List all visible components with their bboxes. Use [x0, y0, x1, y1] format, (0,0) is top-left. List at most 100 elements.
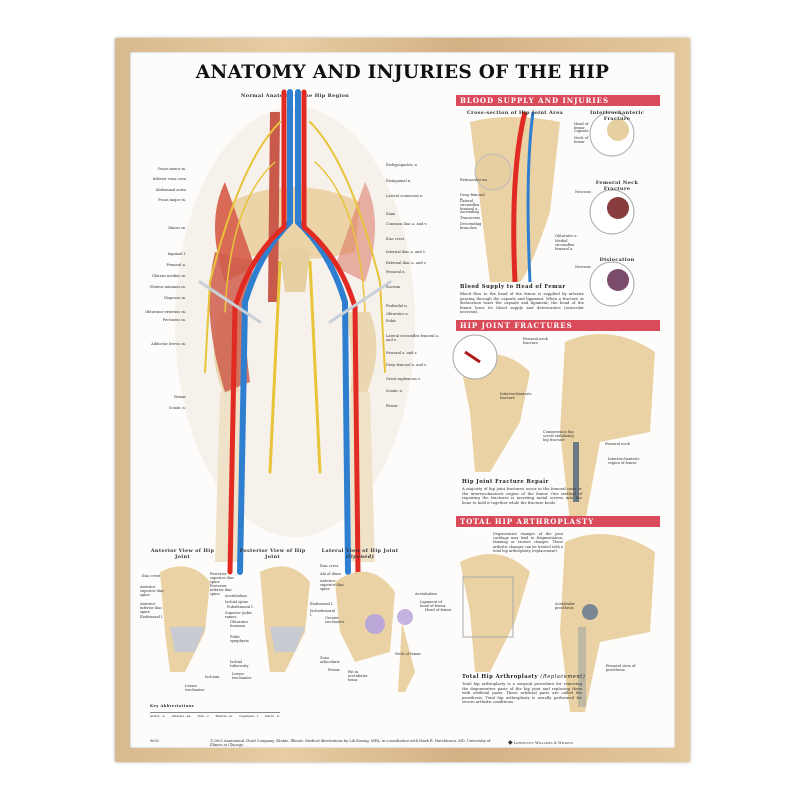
- anatomy-label: Obturator foramen: [230, 620, 249, 628]
- anatomy-label: External iliac a. and v.: [386, 261, 427, 265]
- title-text: Lateral View of Hip Joint: [321, 548, 399, 554]
- key-item: Artery - a.: [150, 714, 166, 718]
- lateral-view-title: Lateral View of Hip Joint (Opened): [320, 548, 400, 560]
- key-item: Vein - v.: [197, 714, 210, 718]
- anatomy-label: Anterior inferior iliac spine: [140, 602, 163, 614]
- anatomy-label: Femur: [386, 404, 398, 408]
- anatomy-label: Acetabulum: [225, 594, 247, 598]
- section-header-arthroplasty: TOTAL HIP ARTHROPLASTY (REPLACEMENT): [456, 516, 660, 537]
- anatomy-label: Common iliac a. and v.: [386, 222, 428, 226]
- fracture-repair-paragraph: A majority of hip joint fractures occur …: [462, 486, 582, 505]
- anatomy-label: Psoas minor m.: [158, 167, 186, 171]
- anatomy-label: Ischiofemoral l.: [310, 609, 335, 617]
- key-item: Nerve - n.: [264, 714, 280, 718]
- anatomy-label: Compression hip screw stabilizing hip fr…: [543, 430, 574, 442]
- anatomy-label: Great saphenous v.: [386, 377, 421, 381]
- anatomy-label: Anterior superior iliac spine: [320, 579, 345, 591]
- hip-region-illustration: [160, 89, 655, 712]
- arthroplasty-paragraph: Total hip arthroplasty is a surgical pro…: [462, 681, 582, 705]
- anatomy-label: Obturator externus m.: [145, 310, 186, 314]
- copyright-credit: ©2005 Anatomical Chart Company, Skokie, …: [210, 739, 491, 747]
- poster-title: ANATOMY AND INJURIES OF THE HIP: [195, 62, 610, 83]
- anatomy-label: Abdominal aorta: [155, 188, 186, 192]
- publisher-name: Lippincott Williams & Wilkins: [513, 741, 573, 745]
- title-emphasis: (Opened): [345, 554, 375, 560]
- anatomy-label: Obturator a.: [555, 234, 578, 238]
- anatomy-label: Intertrochanteric fracture: [500, 392, 532, 400]
- anatomy-label: Ascending: [460, 210, 479, 214]
- blood-supply-paragraph: Blood flow to the head of the femur is s…: [460, 291, 584, 315]
- cross-section-title: Cross-section of Hip Joint Area: [466, 110, 564, 116]
- anatomy-label: Lesser trochanter: [185, 684, 205, 692]
- blood-supply-para-title: Blood Supply to Head of Femur: [460, 284, 566, 290]
- anatomy-label: Ala of ilium: [320, 572, 341, 576]
- poster: ANATOMY AND INJURIES OF THE HIP Normal A…: [130, 52, 675, 748]
- publisher-logo-icon: ◆: [508, 739, 513, 746]
- main-subtitle: Normal Anatomy of the Hip Region: [240, 93, 350, 99]
- anatomy-label: Inguinal l.: [167, 252, 186, 256]
- anatomy-label: Sciatic n.: [169, 406, 186, 410]
- intertrochanteric-title: Intertrochanteric Fracture: [589, 110, 645, 122]
- key-abbreviations: Artery - a. Arteries - aa. Vein - v. Muscle…: [150, 712, 280, 718]
- anatomy-label: Posterior superior iliac spine: [210, 572, 235, 584]
- label-necrosis: Necrosis: [575, 265, 592, 269]
- anatomy-label: Lateral cutaneous n.: [386, 194, 424, 198]
- anatomy-label: Femoral neck: [605, 442, 630, 446]
- fracture-repair-title: Hip Joint Fracture Repair: [462, 479, 549, 485]
- anatomy-label: Deep femoral a.: [460, 193, 485, 201]
- anatomy-label: Femoral neck fracture: [523, 337, 548, 345]
- key-title: Key Abbreviations: [150, 704, 195, 708]
- anatomy-label: Retinacular aa.: [460, 178, 488, 182]
- title-emphasis: (Replacement): [540, 674, 586, 680]
- anatomy-label: Iliofemoral l.: [140, 615, 164, 619]
- anatomy-label: Iliac crest: [320, 564, 339, 568]
- anatomy-label: Ischial tuberosity: [230, 660, 249, 668]
- anatomy-label: Iliofemoral l.: [310, 602, 334, 606]
- anatomy-label: Ilium: [386, 212, 396, 216]
- femoral-neck-title: Femoral Neck Fracture: [595, 180, 639, 192]
- anatomy-label: Psoas major m.: [158, 198, 186, 202]
- anatomy-label: Pubofemoral l.: [227, 605, 254, 609]
- anatomy-label: Internal iliac a. and v.: [386, 250, 426, 254]
- title-text: Total Hip Arthroplasty: [462, 674, 538, 680]
- anatomy-label: Pubic symphysis: [230, 635, 249, 643]
- anatomy-label: Deep femoral a. and v.: [386, 363, 427, 367]
- anatomy-label: Iliopsoas m.: [164, 296, 186, 300]
- header-emphasis: (REPLACEMENT): [460, 529, 537, 537]
- anatomy-label: Lateral circumflex femoral a.: [460, 199, 480, 211]
- anatomy-label: Pubis: [386, 319, 397, 323]
- anatomy-label: Neck of femur: [574, 136, 589, 144]
- anatomy-label: Adductor brevis m.: [151, 342, 186, 346]
- key-item: Muscle - m.: [215, 714, 234, 718]
- label-femoral-stem: Femoral stem of prosthesis: [606, 664, 636, 672]
- anatomy-label: Intertrochanteric region of femur: [608, 457, 640, 465]
- anatomy-label: Ligament of head of femur: [420, 600, 446, 608]
- header-text: TOTAL HIP ARTHROPLASTY: [460, 517, 595, 526]
- anatomy-label: Ischial spine: [225, 600, 248, 604]
- arthroplasty-para-title: Total Hip Arthroplasty (Replacement): [462, 674, 585, 680]
- anatomy-label: Iliacus m.: [168, 226, 186, 230]
- anatomy-label: Femoral a. and v.: [386, 351, 418, 355]
- anatomy-label: Pudendal n.: [386, 304, 408, 308]
- anatomy-label: Descending branches: [460, 222, 482, 230]
- anatomy-label: Sciatic n.: [386, 389, 403, 393]
- anatomy-label: Inferior vena cava: [152, 177, 186, 181]
- anatomy-label: Neck of femur: [395, 652, 422, 656]
- anatomy-label: Ilioinguinal n.: [386, 179, 412, 183]
- anatomy-label: Head of femur: [425, 608, 452, 612]
- key-item: Arteries - aa.: [171, 714, 192, 718]
- anatomy-label: Pectineus m.: [162, 318, 186, 322]
- chart-code: 9602: [150, 739, 160, 743]
- anatomy-label: Lesser trochanter: [232, 672, 252, 680]
- anatomy-label: Iliac crest: [142, 574, 161, 578]
- anatomy-label: Femoral n.: [386, 270, 406, 274]
- anatomy-label: Ischium: [205, 675, 220, 679]
- anatomy-label: Iliohypogastric n.: [386, 163, 418, 167]
- dislocation-title: Dislocation: [599, 257, 635, 263]
- anatomy-label: Greater trochanter: [325, 616, 345, 624]
- anatomy-label: Gluteus medius m.: [151, 274, 186, 278]
- anatomy-label: Femoral n.: [166, 263, 186, 267]
- anatomy-label: Transverse: [460, 216, 481, 220]
- arthroplasty-callout: Degenerative changes of the joint cartil…: [493, 532, 563, 553]
- anatomy-label: Sacrum: [386, 285, 401, 289]
